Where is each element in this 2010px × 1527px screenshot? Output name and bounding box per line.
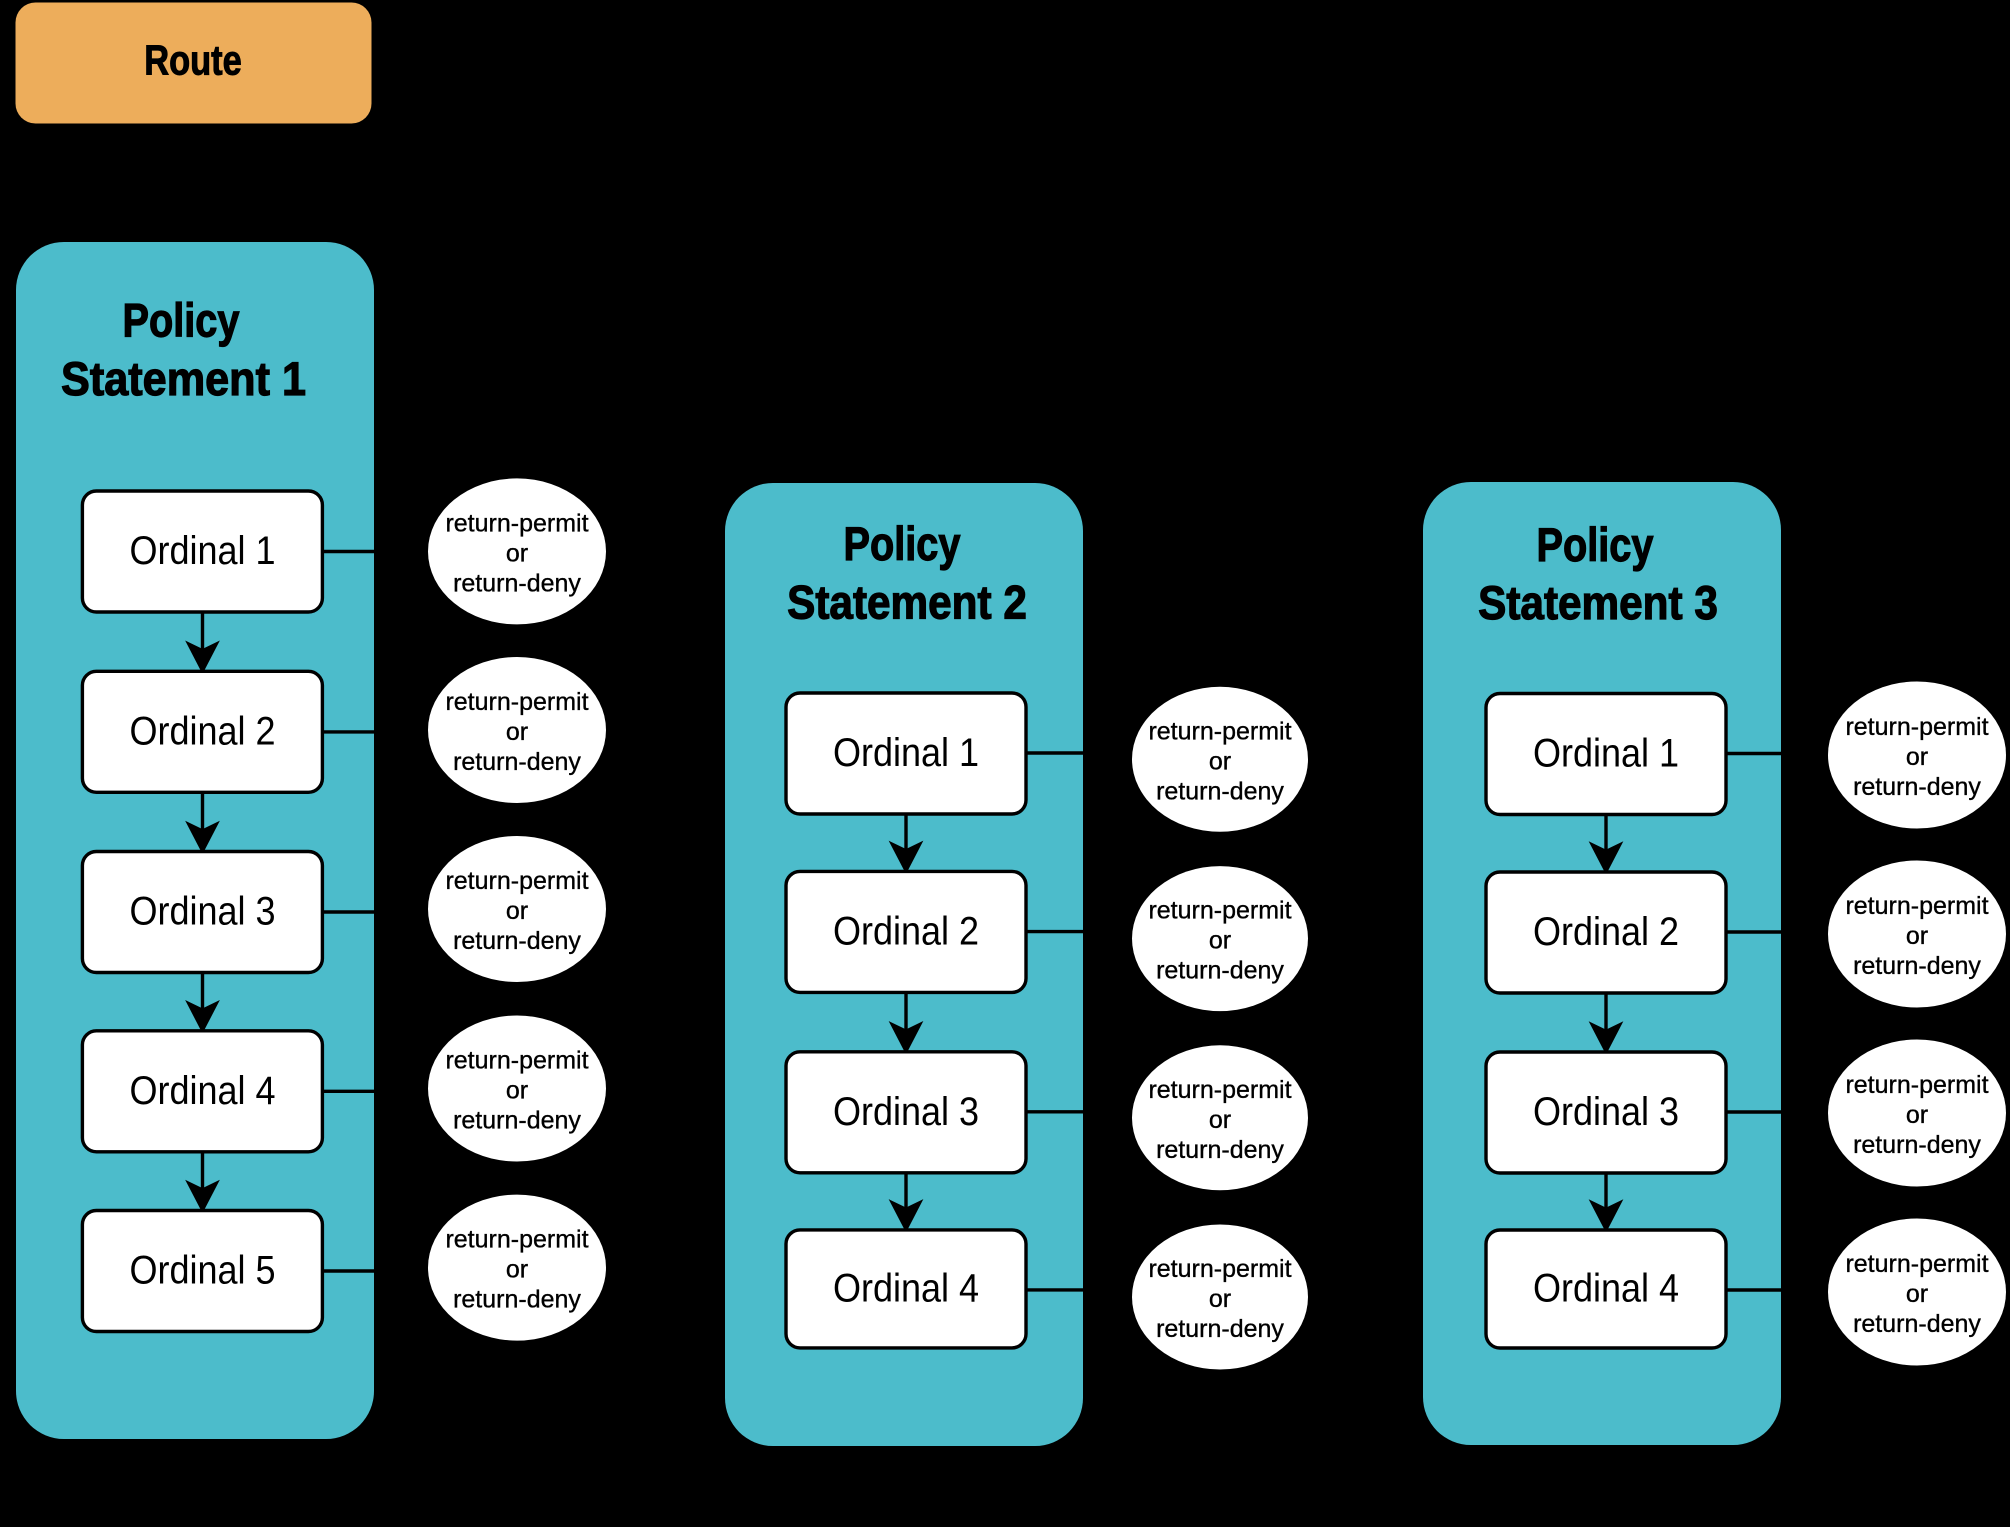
svg-text:Ordinal 2: Ordinal 2 xyxy=(1533,910,1679,954)
svg-text:Policy: Policy xyxy=(123,295,240,347)
svg-text:Ordinal 3: Ordinal 3 xyxy=(833,1090,979,1134)
svg-text:Ordinal 1: Ordinal 1 xyxy=(129,529,275,573)
svg-text:Ordinal 3: Ordinal 3 xyxy=(129,890,275,934)
svg-text:Policy: Policy xyxy=(844,519,961,571)
svg-text:Statement 3: Statement 3 xyxy=(1478,578,1718,630)
svg-text:Ordinal 4: Ordinal 4 xyxy=(129,1069,275,1113)
svg-text:Ordinal 2: Ordinal 2 xyxy=(833,910,979,954)
svg-text:Policy: Policy xyxy=(1537,520,1654,572)
svg-text:Statement 2: Statement 2 xyxy=(787,578,1027,630)
svg-text:Ordinal 2: Ordinal 2 xyxy=(129,710,275,754)
svg-text:Route: Route xyxy=(144,37,242,84)
svg-text:Ordinal 5: Ordinal 5 xyxy=(129,1249,275,1293)
svg-text:Ordinal 1: Ordinal 1 xyxy=(833,731,979,775)
svg-text:Ordinal 1: Ordinal 1 xyxy=(1533,732,1679,776)
svg-text:Statement 1: Statement 1 xyxy=(61,353,306,406)
svg-text:Ordinal 4: Ordinal 4 xyxy=(833,1267,979,1311)
svg-text:Ordinal 3: Ordinal 3 xyxy=(1533,1090,1679,1134)
svg-text:Ordinal 4: Ordinal 4 xyxy=(1533,1267,1679,1311)
